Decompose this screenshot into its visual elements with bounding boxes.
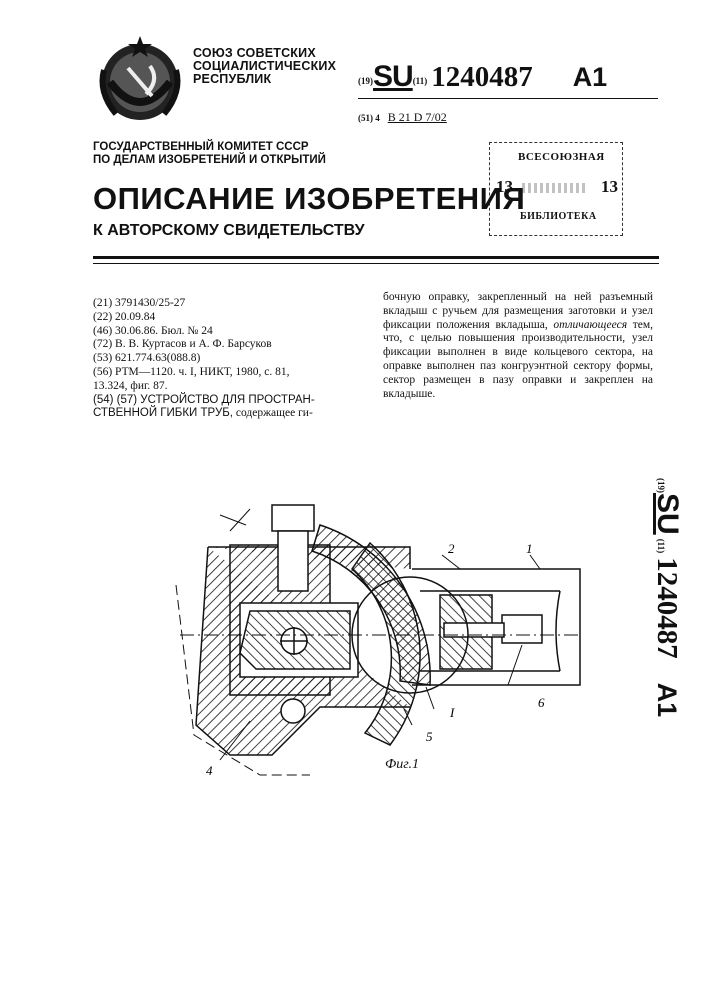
field-21: (21) 3791430/25-27 (93, 297, 363, 311)
title-cont-caps: СТВЕННОЙ ГИБКИ ТРУБ, (93, 407, 233, 419)
ipc-code: B 21 D 7/02 (388, 110, 447, 124)
stamp-line-3: БИБЛИОТЕКА (520, 211, 597, 222)
code-51: (51) 4 (358, 113, 380, 123)
field-22: (22) 20.09.84 (93, 311, 363, 325)
ussr-emblem-icon (90, 30, 190, 130)
stamp-line-1: ВСЕСОЮЗНАЯ (518, 151, 605, 163)
stamp-illegible-text (522, 183, 588, 193)
label-detail-I: I (449, 705, 455, 720)
field-56-cont: 13.324, фиг. 87. (93, 380, 363, 394)
committee-line-2: ПО ДЕЛАМ ИЗОБРЕТЕНИЙ И ОТКРЫТИЙ (93, 154, 326, 167)
field-54-title-cont: СТВЕННОЙ ГИБКИ ТРУБ, содержащее ги- (93, 407, 363, 421)
field-46: (46) 30.06.86. Бюл. № 24 (93, 325, 363, 339)
title-rule-thin (93, 263, 659, 264)
stamp-number-right: 13 (601, 177, 618, 197)
union-name: СОЮЗ СОВЕТСКИХ СОЦИАЛИСТИЧЕСКИХ РЕСПУБЛИ… (193, 47, 336, 86)
bibliographic-data: (21) 3791430/25-27 (22) 20.09.84 (46) 30… (93, 297, 363, 421)
technical-drawing: 1 2 4 5 6 I (160, 485, 600, 785)
field-56: (56) РТМ—1120. ч. I, НИКТ, 1980, с. 81, (93, 366, 363, 380)
patent-number: 1240487 (431, 61, 533, 93)
side-code-19: (19) (656, 478, 666, 493)
ipc-classification: (51) 4 B 21 D 7/02 (358, 110, 447, 125)
side-document-number: (19)SU (11) 1240487A1 (622, 478, 702, 798)
figure-caption: Фиг.1 (385, 757, 419, 773)
side-patent-number: 1240487 (651, 557, 683, 659)
side-patent-kind: A1 (652, 683, 682, 718)
claim-text: бочную оправку, закрепленный на ней разъ… (383, 291, 653, 401)
title-rule-thick (93, 256, 659, 259)
country-code: SU (373, 60, 413, 93)
side-code-11: (11) (656, 539, 666, 554)
claim-characterizing-word: отличающееся (553, 319, 627, 331)
code-19: (19) (358, 76, 373, 86)
committee-line-1: ГОСУДАРСТВЕННЫЙ КОМИТЕТ СССР (93, 141, 326, 154)
committee-name: ГОСУДАРСТВЕННЫЙ КОМИТЕТ СССР ПО ДЕЛАМ ИЗ… (93, 141, 326, 167)
title-cont-rest: содержащее ги- (233, 407, 313, 419)
side-country-code: SU (651, 493, 684, 535)
union-line-3: РЕСПУБЛИК (193, 73, 336, 86)
document-number: (19)SU(11) 1240487 A1 (358, 60, 607, 94)
label-part-6: 6 (538, 695, 545, 710)
document-subtitle: К АВТОРСКОМУ СВИДЕТЕЛЬСТВУ (93, 222, 365, 240)
document-title: ОПИСАНИЕ ИЗОБРЕТЕНИЯ (93, 181, 525, 217)
header-rule (358, 98, 658, 99)
label-part-2: 2 (448, 541, 455, 556)
field-72: (72) В. В. Куртасов и А. Ф. Барсуков (93, 338, 363, 352)
label-part-5: 5 (426, 729, 433, 744)
field-54-title: (54) (57) УСТРОЙСТВО ДЛЯ ПРОСТРАН- (93, 394, 363, 408)
label-part-4: 4 (206, 763, 213, 778)
label-part-1: 1 (526, 541, 533, 556)
code-11: (11) (413, 76, 428, 86)
field-53: (53) 621.774.63(088.8) (93, 352, 363, 366)
patent-kind: A1 (573, 62, 608, 92)
